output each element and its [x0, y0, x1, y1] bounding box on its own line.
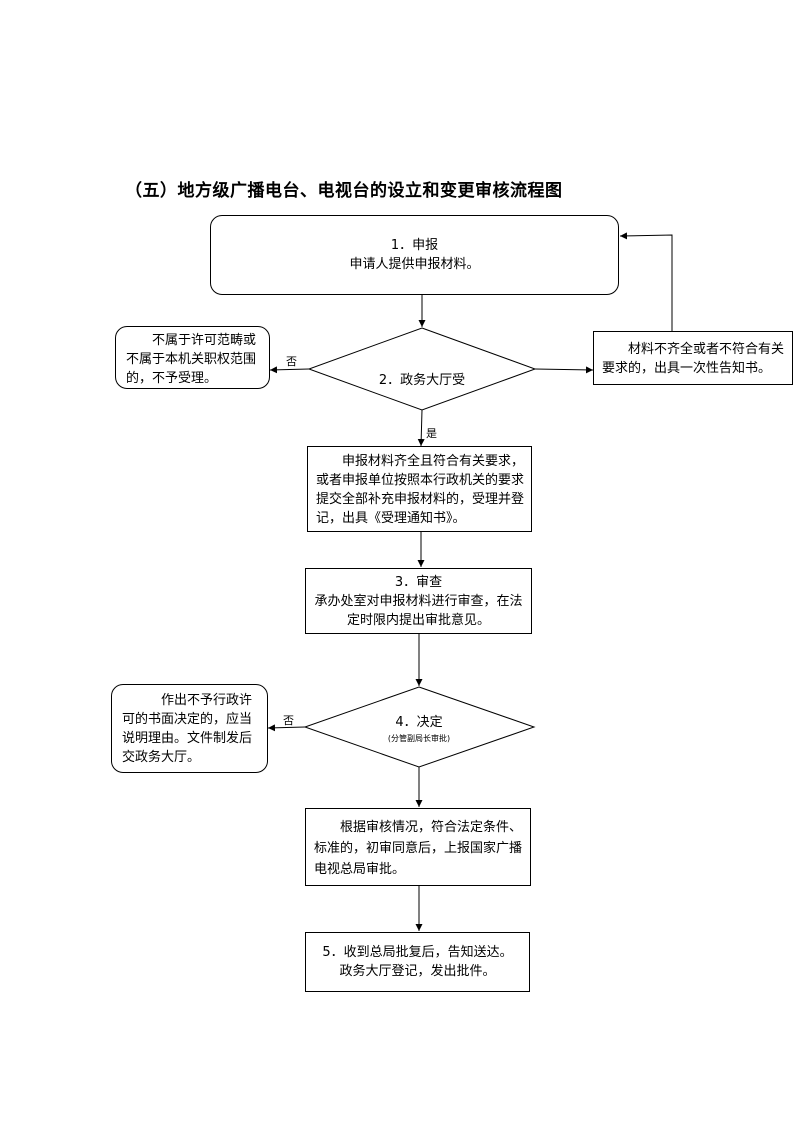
arrow-accept-to-not-in-scope — [269, 366, 310, 374]
edge-label-no-accept: 否 — [286, 355, 297, 368]
step-apply-text: 申请人提供申报材料。 — [349, 257, 480, 272]
decision-decide-label: 4．决定 — [395, 715, 443, 730]
reject-text: 作出不予行政许可的书面决定的，应当说明理由。文件制发后交政务大厅。 — [122, 693, 253, 765]
step-apply-title: 1．申报 — [390, 238, 439, 253]
report-text: 根据审核情况，符合法定条件、标准的，初审同意后，上报国家广播电视总局审批。 — [314, 820, 523, 877]
accepted-text: 申报材料齐全且符合有关要求，或者申报单位按照本行政机关的要求提交全部补充申报材料… — [316, 454, 525, 526]
decision-decide-sublabel: (分管副局长审批) — [387, 734, 451, 743]
report-box: 根据审核情况，符合法定条件、标准的，初审同意后，上报国家广播电视总局审批。 — [305, 808, 531, 886]
decision-accept-label: 2．政务大厅受 — [378, 373, 466, 388]
step-apply-box: 1．申报 申请人提供申报材料。 — [210, 215, 619, 295]
step-deliver-box: 5．收到总局批复后，告知送达。 政务大厅登记，发出批件。 — [305, 932, 530, 992]
accepted-box: 申报材料齐全且符合有关要求，或者申报单位按照本行政机关的要求提交全部补充申报材料… — [307, 446, 532, 532]
arrow-accept-to-incomplete — [534, 366, 594, 374]
not-in-scope-box: 不属于许可范畴或不属于本机关职权范围的，不予受理。 — [115, 326, 270, 389]
edge-label-yes: 是 — [426, 427, 437, 440]
not-in-scope-text: 不属于许可范畴或不属于本机关职权范围的，不予受理。 — [126, 333, 257, 386]
step-deliver-line1: 5．收到总局批复后，告知送达。 — [322, 945, 513, 960]
step-review-text: 承办处室对申报材料进行审查，在法定时限内提出审批意见。 — [314, 593, 523, 628]
reject-box: 作出不予行政许可的书面决定的，应当说明理由。文件制发后交政务大厅。 — [111, 684, 268, 773]
arrow-incomplete-to-apply — [619, 232, 673, 331]
incomplete-box: 材料不齐全或者不符合有关要求的，出具一次性告知书。 — [593, 331, 793, 385]
incomplete-text: 材料不齐全或者不符合有关要求的，出具一次性告知书。 — [602, 342, 785, 376]
step-review-title: 3．审查 — [394, 574, 443, 590]
arrow-accept-to-accepted — [417, 409, 425, 447]
arrow-decide-to-reject — [267, 724, 306, 732]
step-review-box: 3．审查 承办处室对申报材料进行审查，在法定时限内提出审批意见。 — [305, 568, 532, 634]
edge-label-no-decide: 否 — [283, 714, 294, 727]
step-deliver-line2: 政务大厅登记，发出批件。 — [339, 964, 496, 979]
page-title: （五）地方级广播电台、电视台的设立和变更审核流程图 — [125, 181, 563, 201]
